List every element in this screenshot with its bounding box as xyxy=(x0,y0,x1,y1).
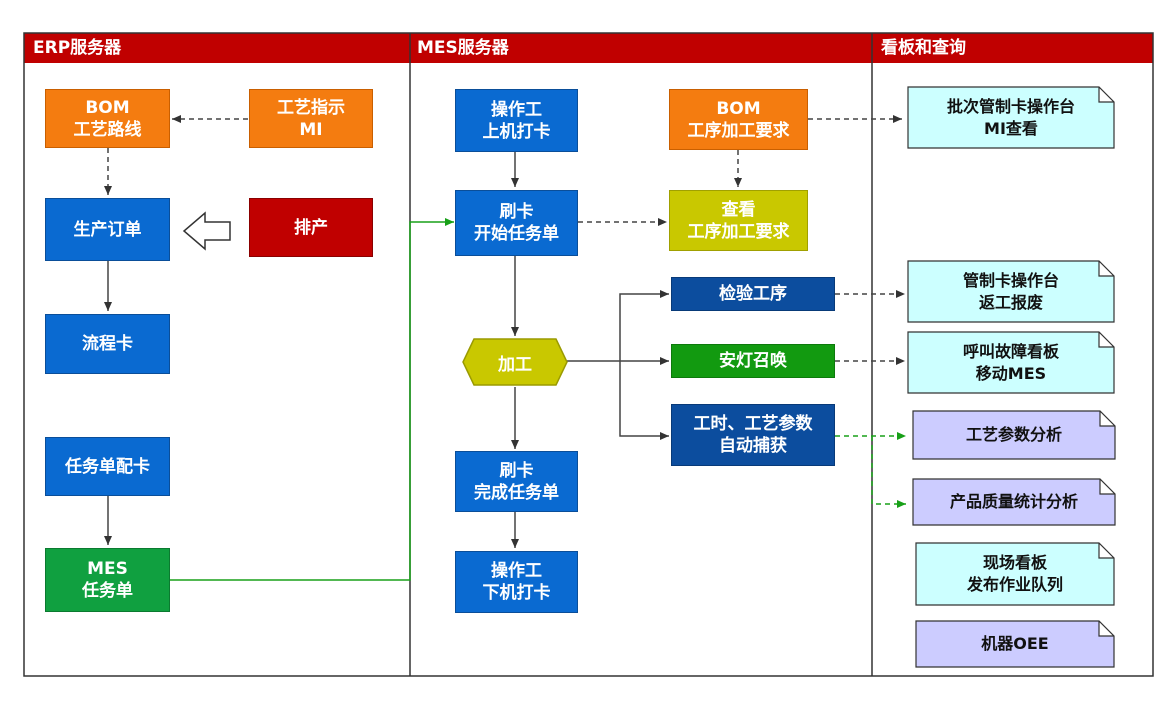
document-shape xyxy=(907,260,1115,323)
header-mes: MES服务器 xyxy=(417,38,509,58)
doc-call-fault: 呼叫故障看板移动MES xyxy=(907,331,1115,394)
box-label-line: 工艺路线 xyxy=(73,119,142,140)
box-scheduling: 排产 xyxy=(249,198,373,257)
document-outline xyxy=(915,542,1115,606)
arrow-branch-to-capture xyxy=(619,361,669,440)
box-label-line: BOM xyxy=(716,98,761,119)
arrow-mestask-to-start xyxy=(170,218,454,581)
box-swipe-start: 刷卡开始任务单 xyxy=(455,190,578,256)
box-label-line: 操作工 xyxy=(491,561,542,581)
box-label-line: 上机打卡 xyxy=(482,121,551,142)
hollow-arrow-schedule xyxy=(182,211,231,251)
box-operator-off: 操作工下机打卡 xyxy=(455,551,578,613)
document-outline xyxy=(907,260,1115,323)
box-label-line: 生产订单 xyxy=(73,219,142,240)
box-label-line: 排产 xyxy=(294,217,328,238)
hex-processing: 加工 xyxy=(462,338,568,386)
box-label-line: MES xyxy=(87,559,128,579)
box-label-line: 刷卡 xyxy=(499,202,534,222)
box-label-line: 自动捕获 xyxy=(719,436,787,456)
document-shape xyxy=(915,542,1115,606)
doc-param-analysis: 工艺参数分析 xyxy=(912,410,1116,460)
box-label-line: 工艺指示 xyxy=(277,97,345,118)
box-flow-card: 流程卡 xyxy=(45,314,170,374)
box-label-line: 工序加工要求 xyxy=(687,120,790,141)
box-label-line: 返工报废 xyxy=(978,292,1043,312)
header-board: 看板和查询 xyxy=(881,38,966,58)
document-shape xyxy=(907,86,1115,149)
box-label-line: MI查看 xyxy=(984,118,1038,138)
box-label-line: 工艺参数分析 xyxy=(965,425,1062,444)
box-label-line: 管制卡操作台 xyxy=(962,270,1059,290)
document-shape xyxy=(912,410,1116,460)
outer-border xyxy=(23,32,1154,677)
box-label-line: 刷卡 xyxy=(499,460,534,481)
document-outline xyxy=(912,478,1116,526)
box-label-line: MI xyxy=(299,119,323,140)
box-andon: 安灯召唤 xyxy=(671,344,835,378)
document-outline xyxy=(907,331,1115,394)
document-outline xyxy=(907,86,1115,149)
arrow-branch-to-inspection xyxy=(619,290,669,361)
box-label-line: 查看 xyxy=(721,199,756,220)
box-label-line: 检验工序 xyxy=(719,284,787,304)
box-label-line: 工序加工要求 xyxy=(687,221,790,242)
hexagon-shape xyxy=(462,338,568,386)
box-label-line: 产品质量统计分析 xyxy=(949,492,1078,511)
box-label-line: BOM xyxy=(85,97,130,118)
processing-label: 加工 xyxy=(498,354,532,375)
box-label-line: 安灯召唤 xyxy=(719,351,787,371)
doc-quality-stats: 产品质量统计分析 xyxy=(912,478,1116,526)
document-shape xyxy=(907,331,1115,394)
box-label-line: 下机打卡 xyxy=(482,583,551,603)
box-task-card-assign: 任务单配卡 xyxy=(45,437,170,496)
box-inspection: 检验工序 xyxy=(671,277,835,311)
box-label-line: 批次管制卡操作台 xyxy=(946,96,1075,116)
box-label-line: 操作工 xyxy=(491,99,542,120)
box-label-line: 任务单配卡 xyxy=(65,456,150,477)
header-erp: ERP服务器 xyxy=(33,38,122,58)
box-label-line: 工时、工艺参数 xyxy=(693,414,813,434)
doc-card-rework: 管制卡操作台返工报废 xyxy=(907,260,1115,323)
box-label-line: 呼叫故障看板 xyxy=(962,341,1059,361)
doc-site-board: 现场看板发布作业队列 xyxy=(915,542,1115,606)
box-label-line: 现场看板 xyxy=(982,553,1047,572)
document-outline xyxy=(912,410,1116,460)
document-shape xyxy=(912,478,1116,526)
box-label-line: 任务单 xyxy=(82,581,133,601)
box-auto-capture: 工时、工艺参数自动捕获 xyxy=(671,404,835,466)
box-operator-on: 操作工上机打卡 xyxy=(455,89,578,152)
box-label-line: 机器OEE xyxy=(981,634,1049,653)
box-label-line: 移动MES xyxy=(975,363,1047,383)
header-bar xyxy=(24,33,1153,63)
box-swipe-finish: 刷卡完成任务单 xyxy=(455,451,578,512)
arrow-capture-to-quality xyxy=(871,436,906,508)
box-view-requirements: 查看工序加工要求 xyxy=(669,190,808,251)
document-shape xyxy=(915,620,1115,668)
box-label-line: 开始任务单 xyxy=(474,224,559,244)
box-label-line: 流程卡 xyxy=(82,334,133,354)
document-outline xyxy=(915,620,1115,668)
box-label-line: 发布作业队列 xyxy=(966,575,1063,594)
box-label-line: 完成任务单 xyxy=(474,482,559,503)
box-production-order: 生产订单 xyxy=(45,198,170,261)
doc-machine-oee: 机器OEE xyxy=(915,620,1115,668)
